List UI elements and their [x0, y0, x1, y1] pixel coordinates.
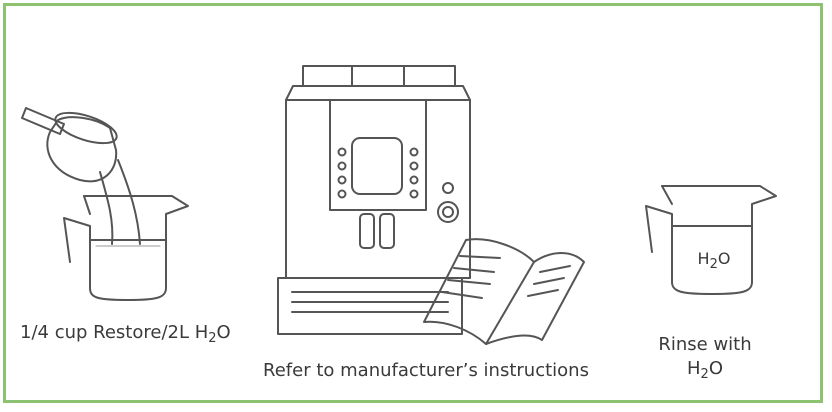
step-3-caption-line1: Rinse with: [658, 334, 752, 355]
pitcher-water-label: H2O: [697, 249, 731, 272]
step-2-caption: Refer to manufacturer’s instructions: [263, 360, 589, 381]
coffee-machine-icon: [277, 65, 471, 335]
instruction-booklet-icon: [423, 238, 585, 345]
measuring-cup-icon: [21, 107, 141, 245]
diagram-frame: [3, 3, 823, 403]
pitcher-with-solution-icon: [63, 195, 189, 301]
water-pitcher-icon: [645, 185, 777, 295]
step-3-caption-line2: H2O: [687, 358, 723, 382]
step-1-caption: 1/4 cup Restore/2L H2O: [20, 322, 231, 346]
